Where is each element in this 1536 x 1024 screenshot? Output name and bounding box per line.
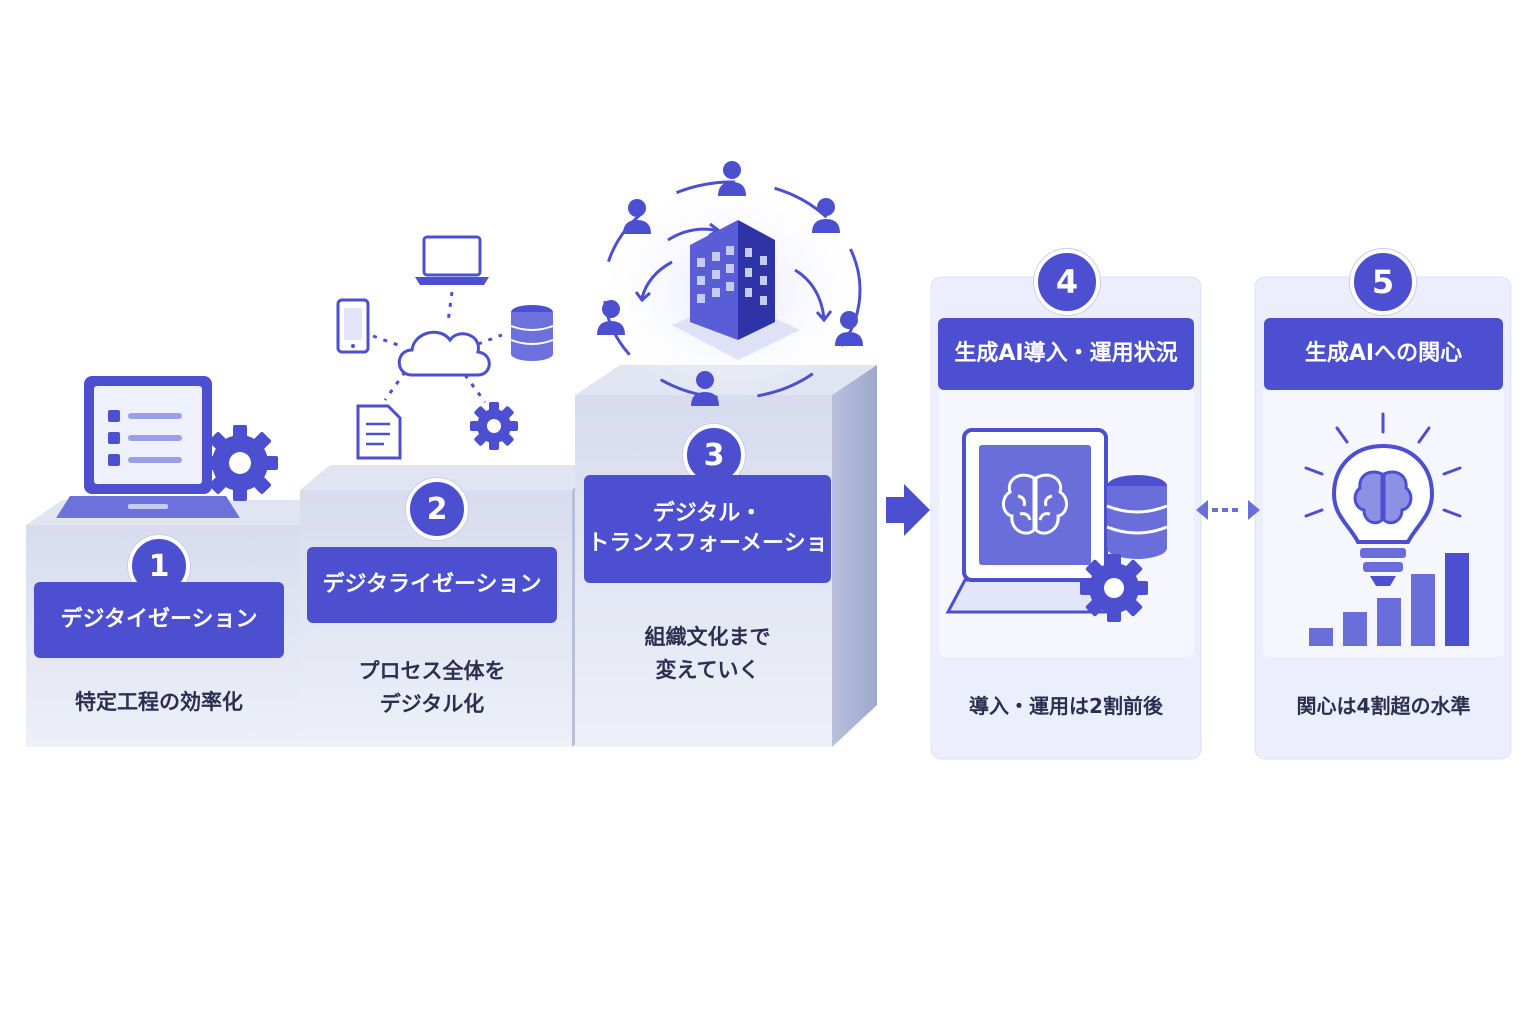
step-3-title-line: トランスフォーメーショ bbox=[587, 531, 828, 556]
database-icon bbox=[510, 305, 554, 361]
step-2-connectors bbox=[372, 291, 503, 403]
building-icon bbox=[672, 220, 800, 360]
panel-4-title: 生成AI導入・運用状況 bbox=[938, 318, 1194, 390]
panel-5-title: 生成AIへの関心 bbox=[1264, 318, 1503, 390]
gear-icon bbox=[202, 425, 278, 501]
step-2-description: プロセス全体を デジタル化 bbox=[307, 648, 557, 728]
lightbulb-brain-icon bbox=[1304, 412, 1462, 586]
laptop-icon bbox=[415, 235, 489, 285]
cloud-icon bbox=[397, 330, 491, 377]
step-3-title-line: デジタル・ bbox=[652, 501, 763, 527]
step-3-description-line: 変えていく bbox=[655, 658, 760, 682]
step-3-title: デジタル・ トランスフォーメーショ bbox=[584, 475, 831, 583]
document-icon bbox=[356, 404, 402, 460]
bar-chart-icon bbox=[1309, 553, 1469, 646]
step-2-title: デジタライゼーション bbox=[307, 547, 557, 623]
step-1-title: デジタイゼーション bbox=[34, 582, 284, 658]
panel-number-badge: 4 bbox=[1034, 249, 1100, 315]
laptop-checklist-icon bbox=[56, 376, 240, 518]
smartphone-icon bbox=[336, 298, 370, 354]
gear-icon bbox=[470, 402, 518, 450]
step-3-description: 組織文化まで 変えていく bbox=[584, 614, 831, 694]
database-icon bbox=[1106, 475, 1168, 559]
panel-4-description: 導入・運用は2割前後 bbox=[969, 693, 1163, 718]
step-number-badge: 2 bbox=[406, 478, 468, 540]
double-arrow-icon bbox=[1196, 500, 1260, 520]
arrow-right-icon bbox=[886, 484, 930, 536]
gear-icon bbox=[1080, 554, 1148, 622]
step-3-description-line: 組織文化まで bbox=[644, 625, 771, 650]
step-2-description-line: プロセス全体を bbox=[358, 659, 506, 684]
panel-5-description: 関心は4割超の水準 bbox=[1296, 693, 1471, 718]
panel-number-badge: 5 bbox=[1350, 249, 1416, 315]
step-1-description: 特定工程の効率化 bbox=[75, 689, 243, 714]
step-2-description-line: デジタル化 bbox=[379, 692, 485, 716]
person-icon bbox=[597, 161, 863, 406]
